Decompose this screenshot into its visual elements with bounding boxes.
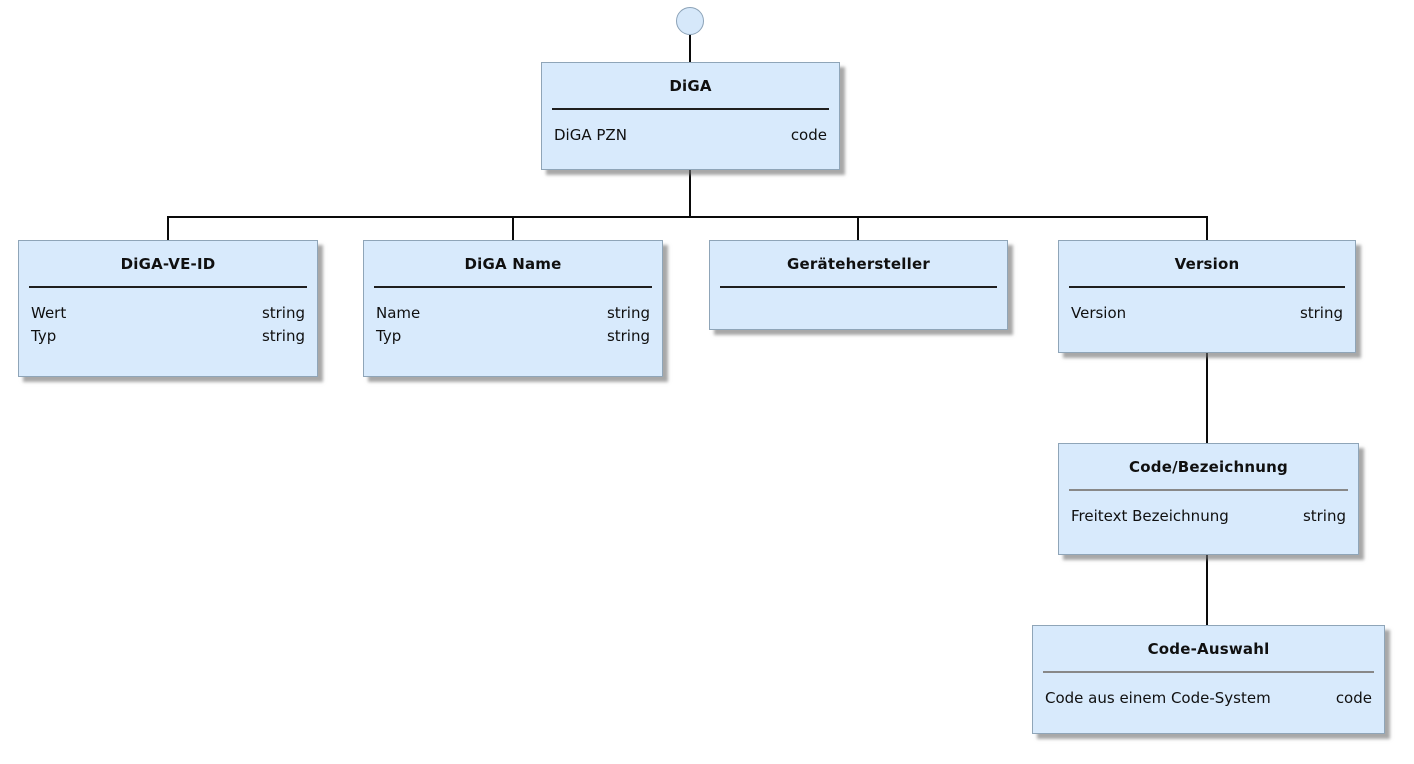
attribute-row: Typ string [31, 327, 305, 350]
attribute-name: Typ [376, 327, 402, 345]
attribute-name: Typ [31, 327, 57, 345]
attribute-type: string [1299, 304, 1343, 322]
attribute-row: DiGA PZN code [554, 126, 827, 149]
node-title: DiGA [669, 76, 712, 95]
attribute-row: Version string [1071, 304, 1343, 327]
title-separator [374, 286, 652, 288]
title-separator [1069, 489, 1348, 491]
attribute-row: Wert string [31, 304, 305, 327]
attribute-name: DiGA PZN [554, 126, 627, 144]
connector-diga-down [689, 170, 691, 217]
attribute-name: Code aus einem Code-System [1045, 689, 1271, 707]
class-box-code-bezeichnung[interactable]: Code/Bezeichnung Freitext Bezeichnung st… [1058, 443, 1359, 555]
attribute-type: code [1335, 689, 1372, 707]
node-title: Code-Auswahl [1147, 639, 1270, 658]
node-title: Gerätehersteller [787, 254, 930, 273]
connector-version-to-code-bezeichnung [1206, 353, 1208, 444]
class-box-geraetehersteller[interactable]: Gerätehersteller [709, 240, 1008, 330]
title-separator [552, 108, 829, 110]
connector-stub-diga-name [512, 216, 514, 241]
node-title: DiGA Name [464, 254, 562, 273]
attribute-name: Name [376, 304, 421, 322]
class-box-version[interactable]: Version Version string [1058, 240, 1356, 353]
attribute-row: Code aus einem Code-System code [1045, 689, 1372, 712]
attribute-row: Freitext Bezeichnung string [1071, 507, 1346, 530]
attribute-name: Wert [31, 304, 67, 322]
title-separator [1043, 671, 1374, 673]
title-separator [29, 286, 307, 288]
class-box-code-auswahl[interactable]: Code-Auswahl Code aus einem Code-System … [1032, 625, 1385, 734]
attribute-row: Name string [376, 304, 650, 327]
class-box-diga[interactable]: DiGA DiGA PZN code [541, 62, 840, 170]
root-circle-icon[interactable] [676, 7, 704, 35]
connector-stub-diga-ve-id [167, 216, 169, 241]
connector-code-bezeichnung-to-code-auswahl [1206, 555, 1208, 626]
attribute-type: code [790, 126, 827, 144]
connector-stub-geraetehersteller [857, 216, 859, 241]
node-title: Code/Bezeichnung [1129, 457, 1288, 476]
class-box-diga-ve-id[interactable]: DiGA-VE-ID Wert string Typ string [18, 240, 318, 377]
connector-stub-version [1206, 216, 1208, 241]
class-box-diga-name[interactable]: DiGA Name Name string Typ string [363, 240, 663, 377]
attribute-type: string [1302, 507, 1346, 525]
attribute-row: Typ string [376, 327, 650, 350]
node-title: DiGA-VE-ID [120, 254, 216, 273]
attribute-name: Version [1071, 304, 1127, 322]
title-separator [720, 286, 997, 288]
attribute-name: Freitext Bezeichnung [1071, 507, 1229, 525]
attribute-type: string [261, 304, 305, 322]
node-title: Version [1174, 254, 1240, 273]
title-separator [1069, 286, 1345, 288]
connector-root-to-diga [689, 35, 691, 62]
attribute-type: string [606, 327, 650, 345]
attribute-type: string [261, 327, 305, 345]
attribute-type: string [606, 304, 650, 322]
connector-bus [167, 216, 1208, 218]
